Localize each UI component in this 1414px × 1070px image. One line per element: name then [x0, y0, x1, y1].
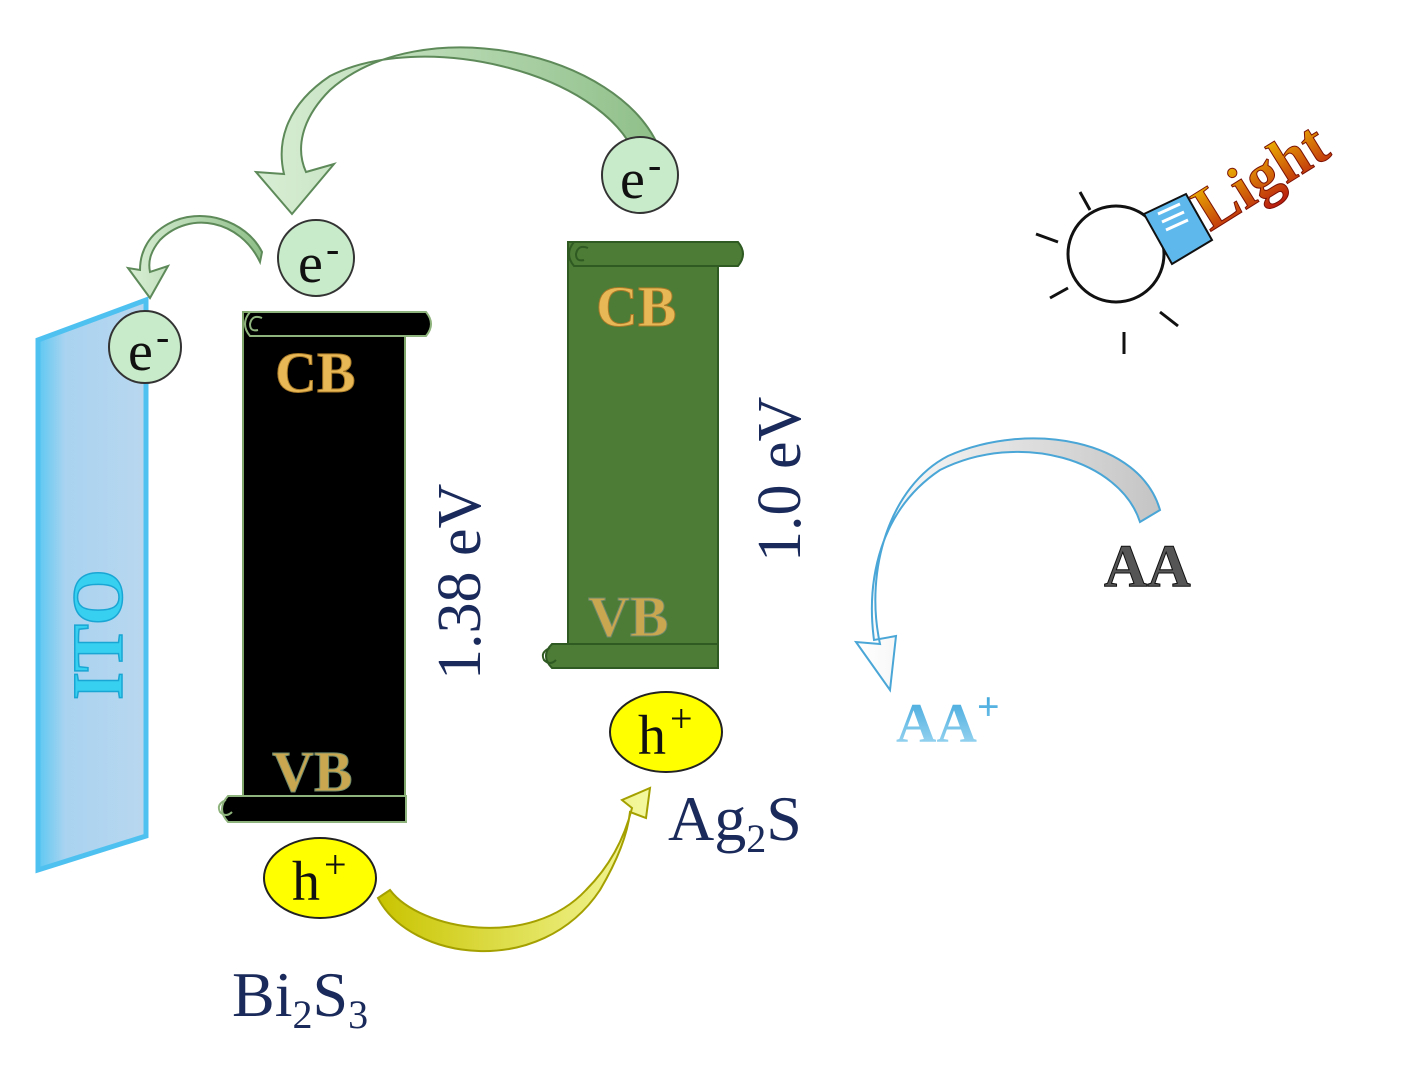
- electron-bi2s3-symbol: e: [298, 233, 323, 295]
- hole-ag2s: h +: [609, 691, 723, 773]
- electron-transfer-arrow-small: [125, 215, 264, 300]
- electron-ag2s: e -: [601, 136, 679, 214]
- hole-bi2s3-charge: +: [324, 842, 347, 887]
- ito-electrode: ITO: [35, 296, 149, 874]
- hole-bi2s3-symbol: h: [292, 851, 320, 913]
- bi2s3-band: CB VB: [217, 311, 432, 823]
- electron-ag2s-symbol: e: [620, 149, 645, 211]
- electron-bi2s3: e -: [277, 219, 355, 297]
- electron-ito: e -: [108, 310, 182, 384]
- electron-ag2s-charge: -: [648, 142, 661, 187]
- ag2s-gap-label: 1.0 eV: [746, 396, 814, 562]
- ag2s-cb-label: CB: [596, 274, 677, 339]
- ag2s-band: CB VB: [541, 241, 744, 669]
- bi2s3-formula: Bi2S3: [232, 959, 368, 1037]
- hole-transfer-arrow: [376, 786, 652, 952]
- aa-product-label: AA+: [896, 684, 1000, 755]
- light-bulb-icon: [1035, 191, 1214, 354]
- bi2s3-cb-label: CB: [275, 340, 356, 405]
- ag2s-vb-label: VB: [588, 584, 669, 649]
- hole-bi2s3: h +: [263, 837, 377, 919]
- bi2s3-vb-label: VB: [272, 739, 353, 804]
- electron-transfer-arrow-large: [253, 46, 662, 216]
- bi2s3-gap-label: 1.38 eV: [426, 483, 494, 680]
- aa-reactant-label: AA: [1104, 533, 1191, 599]
- electron-ito-charge: -: [156, 314, 169, 359]
- light-label: Light: [1181, 109, 1340, 244]
- ag2s-formula: Ag2S: [668, 783, 802, 861]
- ito-label: ITO: [58, 569, 138, 700]
- electron-ito-symbol: e: [128, 321, 153, 383]
- electron-bi2s3-charge: -: [326, 226, 339, 271]
- hole-ag2s-symbol: h: [638, 705, 666, 767]
- oxidation-arrow: [853, 437, 1162, 693]
- hole-ag2s-charge: +: [670, 696, 693, 741]
